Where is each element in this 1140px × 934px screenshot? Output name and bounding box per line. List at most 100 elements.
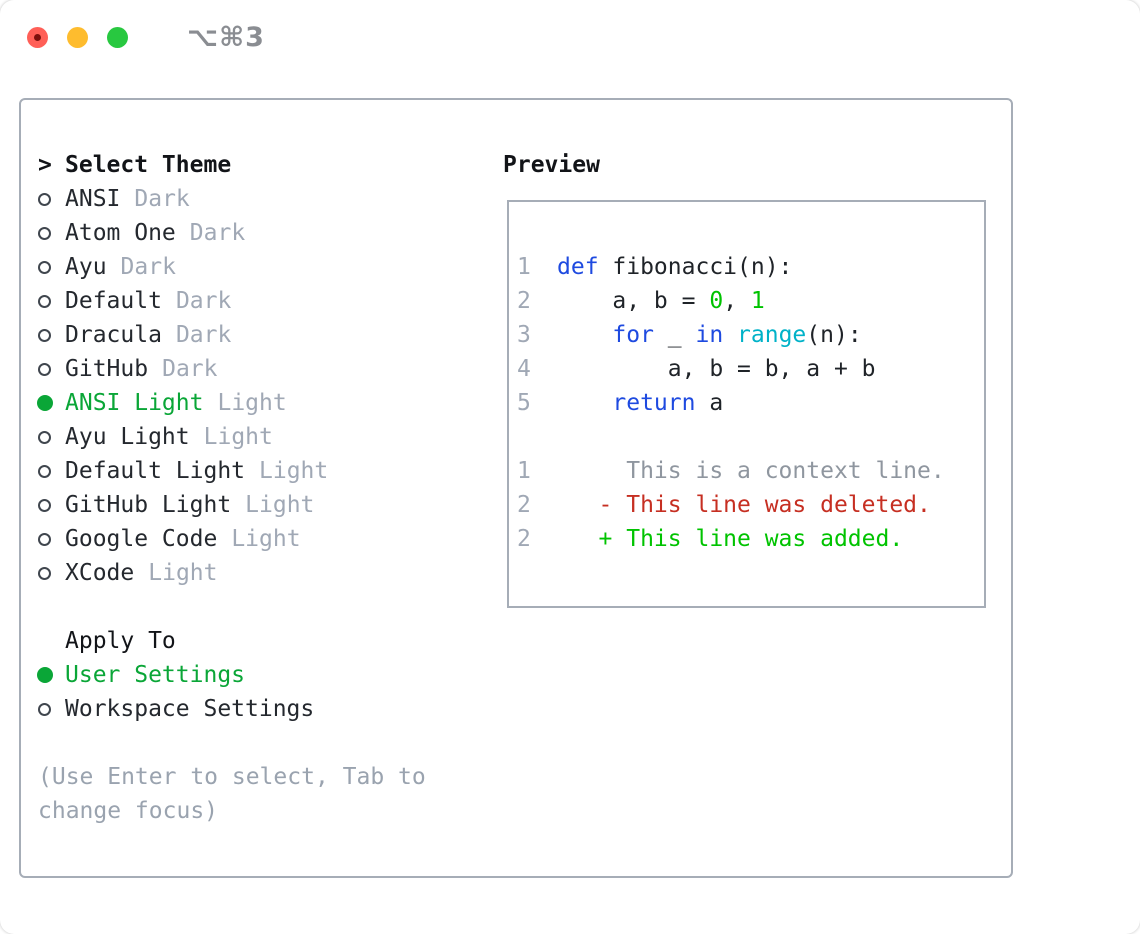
radio-selected-icon: [37, 667, 65, 683]
theme-option-google-code[interactable]: Google Code Light: [38, 522, 426, 556]
radio-empty-circle-icon: [38, 192, 51, 206]
theme-variant-tag: Dark: [162, 356, 218, 382]
theme-name: Google Code: [65, 526, 218, 552]
code-token: a: [695, 390, 724, 416]
theme-option-default[interactable]: Default Dark: [38, 284, 426, 318]
zoom-button[interactable]: [107, 26, 128, 48]
code-token: 1: [750, 288, 765, 314]
code-token: This is a context line.: [557, 458, 945, 484]
radio-empty-circle-icon: [38, 498, 51, 512]
theme-variant-tag: Light: [231, 526, 301, 552]
code-token: return: [612, 390, 696, 416]
code-token: _: [653, 322, 696, 348]
radio-icon: [38, 464, 65, 478]
keyboard-hint-line-2: change focus): [38, 798, 219, 824]
window-shortcut-label: ⌥⌘3: [187, 21, 265, 53]
radio-empty-circle-icon: [38, 362, 51, 376]
radio-empty-circle-icon: [38, 328, 51, 342]
close-button[interactable]: [27, 26, 48, 48]
code-token: a, b =: [557, 288, 710, 314]
theme-variant-tag: Dark: [175, 322, 232, 348]
code-token: [557, 322, 612, 348]
line-number: 1: [517, 254, 531, 280]
code-token: 0: [709, 288, 724, 314]
line-number: 3: [517, 322, 531, 348]
line-number: 2: [517, 288, 531, 314]
line-number: 5: [517, 390, 531, 416]
radio-empty-circle-icon: [38, 566, 51, 580]
line-number: 2: [517, 526, 531, 552]
radio-selected-icon: [37, 395, 65, 411]
spacer: [38, 726, 426, 760]
radio-icon: [38, 192, 65, 206]
radio-icon: [38, 430, 65, 444]
theme-variant-tag: Dark: [189, 220, 246, 246]
code-token: fibonacci(n):: [598, 254, 793, 280]
theme-name: Dracula: [65, 322, 162, 348]
minimize-button[interactable]: [67, 26, 88, 48]
code-token: (n):: [806, 322, 862, 348]
spacer: [38, 590, 426, 624]
diff-added-line: 2 + This line was added.: [517, 522, 984, 556]
diff-deleted-line: 2 - This line was deleted.: [517, 488, 984, 522]
radio-icon: [38, 532, 65, 546]
theme-option-ansi[interactable]: ANSI Dark: [38, 182, 426, 216]
radio-filled-circle-icon: [37, 667, 53, 683]
apply-option-label: User Settings: [65, 662, 246, 688]
radio-icon: [38, 566, 65, 580]
code-line-5: 5 return a: [517, 386, 984, 420]
theme-name: ANSI: [65, 186, 121, 212]
radio-empty-circle-icon: [38, 702, 51, 716]
radio-icon: [38, 294, 65, 308]
radio-empty-circle-icon: [38, 464, 51, 478]
radio-empty-circle-icon: [38, 430, 51, 444]
prompt-icon: >: [38, 152, 52, 178]
diff-context-line: 1 This is a context line.: [517, 454, 984, 488]
apply-option-user-settings[interactable]: User Settings: [37, 658, 426, 692]
code-token: in: [695, 322, 724, 348]
apply-to-title: Apply To: [65, 628, 176, 654]
select-theme-title: Select Theme: [65, 152, 232, 178]
code-token: [723, 322, 737, 348]
theme-option-github[interactable]: GitHub Dark: [38, 352, 426, 386]
preview-title: Preview: [503, 152, 600, 178]
code-token: a, b = b, a + b: [557, 356, 876, 382]
theme-variant-tag: Dark: [134, 186, 190, 212]
theme-name: GitHub: [65, 356, 149, 382]
code-token: range: [737, 322, 807, 348]
theme-name: Default Light: [65, 458, 246, 484]
theme-name: GitHub Light: [65, 492, 232, 518]
theme-variant-tag: Light: [148, 560, 218, 586]
code-token: - This line was deleted.: [557, 492, 931, 518]
theme-option-dracula[interactable]: Dracula Dark: [38, 318, 426, 352]
radio-filled-circle-icon: [37, 395, 53, 411]
line-number: 4: [517, 356, 531, 382]
theme-variant-tag: Light: [203, 424, 273, 450]
apply-option-label: Workspace Settings: [65, 696, 315, 722]
close-dot-icon: [34, 33, 41, 41]
radio-icon: [38, 702, 65, 716]
theme-variant-tag: Dark: [120, 254, 176, 280]
theme-variant-tag: Dark: [175, 288, 232, 314]
radio-icon: [38, 226, 65, 240]
theme-name: Default: [65, 288, 162, 314]
apply-option-workspace-settings[interactable]: Workspace Settings: [38, 692, 426, 726]
code-token: ,: [723, 288, 751, 314]
radio-icon: [38, 328, 65, 342]
code-token: [557, 390, 612, 416]
radio-icon: [38, 260, 65, 274]
line-number: 1: [517, 458, 531, 484]
code-token: for: [612, 322, 654, 348]
